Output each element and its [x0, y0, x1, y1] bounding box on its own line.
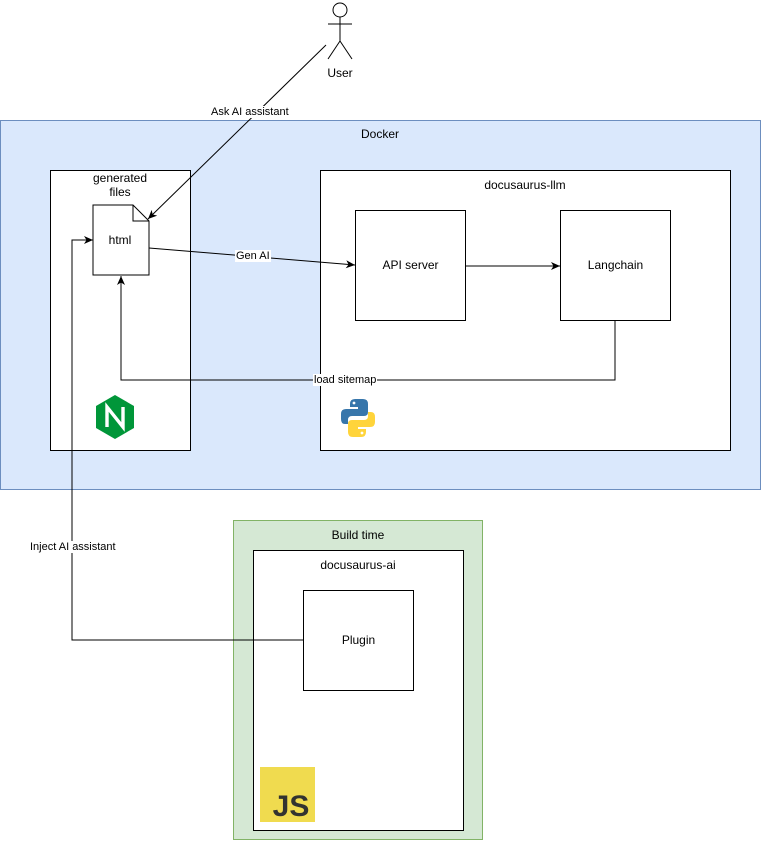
build-time-label: Build time	[331, 528, 385, 542]
svg-text:JS: JS	[273, 790, 310, 823]
user-actor-icon	[327, 2, 353, 60]
edge-ask-ai	[147, 44, 327, 220]
docker-label: Docker	[360, 127, 399, 141]
python-icon	[341, 399, 375, 437]
docusaurus-ai-label: docusaurus-ai	[320, 558, 396, 572]
generated-files-label: generated files	[92, 171, 148, 199]
api-server-node	[355, 210, 466, 321]
edge-label-load-sitemap: load sitemap	[313, 374, 378, 386]
edge-label-gen-ai: Gen AI	[235, 250, 271, 262]
edge-label-inject-ai: Inject AI assistant	[29, 541, 117, 553]
api-server-label: API server	[382, 258, 439, 272]
plugin-label: Plugin	[341, 633, 376, 647]
edge-label-ask-ai: Ask AI assistant	[210, 106, 290, 118]
edge-load-sitemap	[117, 276, 616, 381]
javascript-icon: JS	[260, 767, 315, 823]
langchain-node	[560, 210, 671, 321]
html-file-label: html	[108, 233, 132, 247]
plugin-node	[303, 590, 414, 691]
edge-inject-ai	[71, 236, 303, 641]
docusaurus-llm-label: docusaurus-llm	[484, 178, 566, 192]
user-label: User	[327, 66, 353, 80]
langchain-label: Langchain	[587, 258, 644, 272]
nginx-icon	[96, 395, 134, 439]
